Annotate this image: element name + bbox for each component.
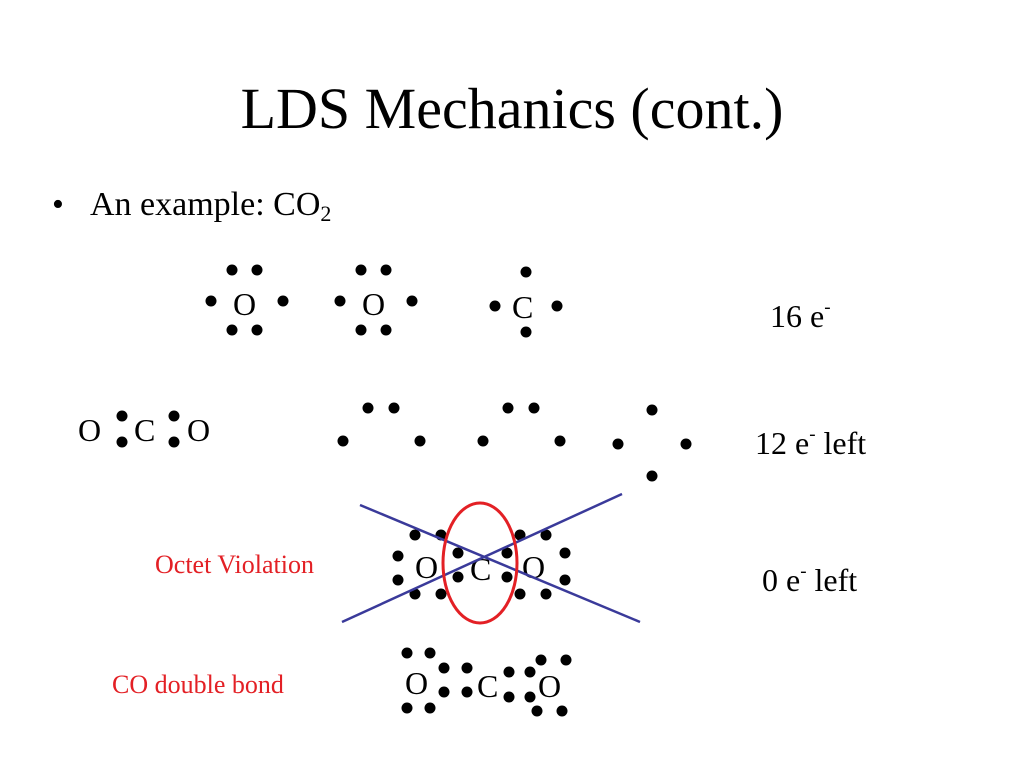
carbon-highlight-circle bbox=[441, 501, 519, 625]
oxygen-atom-1: O bbox=[233, 286, 257, 322]
double-bond-electron-dot bbox=[524, 666, 536, 678]
violation-electron-dot bbox=[392, 574, 404, 586]
slide-title: LDS Mechanics (cont.) bbox=[240, 76, 784, 141]
bonding-electron-dot bbox=[116, 436, 128, 448]
lone-pair-dot bbox=[362, 402, 374, 414]
skeleton-oxygen-left: O bbox=[78, 412, 102, 448]
double-bond-electron-dot bbox=[401, 702, 413, 714]
cross-out-line bbox=[341, 492, 623, 624]
violation-electron-dot bbox=[409, 529, 421, 541]
violation-oxygen-left: O bbox=[415, 549, 439, 585]
valence-electron-dot bbox=[520, 326, 532, 338]
violation-electron-dot bbox=[514, 529, 526, 541]
violation-electron-dot bbox=[559, 574, 571, 586]
bullet-item: • An example: CO2 bbox=[52, 188, 331, 225]
double-bond-oxygen-left: O bbox=[405, 665, 429, 701]
valence-electron-dot bbox=[380, 264, 392, 276]
double-bond-electron-dot bbox=[503, 666, 515, 678]
lone-pair-dot bbox=[528, 402, 540, 414]
cross-out-line bbox=[359, 503, 641, 624]
skeleton-oxygen-right: O bbox=[187, 412, 211, 448]
valence-electron-dot bbox=[226, 264, 238, 276]
violation-electron-dot bbox=[435, 588, 447, 600]
double-bond-electron-dot bbox=[524, 691, 536, 703]
double-bond-electron-dot bbox=[424, 647, 436, 659]
valence-electron-dot bbox=[226, 324, 238, 336]
valence-electron-dot bbox=[489, 300, 501, 312]
valence-electron-dot bbox=[205, 295, 217, 307]
oxygen-atom-2: O bbox=[362, 286, 386, 322]
valence-electron-dot bbox=[380, 324, 392, 336]
lone-pair-dot bbox=[646, 470, 658, 482]
bonding-electron-dot bbox=[116, 410, 128, 422]
double-bond-oxygen-right: O bbox=[538, 668, 562, 704]
violation-electron-dot bbox=[540, 529, 552, 541]
lone-pair-dot bbox=[554, 435, 566, 447]
carbon-atom: C bbox=[512, 289, 534, 325]
lone-pair-dot bbox=[646, 404, 658, 416]
violation-electron-dot bbox=[452, 547, 464, 559]
bonding-electron-dot bbox=[168, 436, 180, 448]
bonding-electron-dot bbox=[168, 410, 180, 422]
bullet-text: An example: CO bbox=[90, 186, 321, 223]
electron-count-total: 16 e- bbox=[770, 297, 831, 334]
lone-pair-dot bbox=[414, 435, 426, 447]
violation-electron-dot bbox=[501, 571, 513, 583]
double-bond-carbon: C bbox=[477, 668, 499, 704]
valence-electron-dot bbox=[251, 264, 263, 276]
violation-electron-dot bbox=[540, 588, 552, 600]
octet-violation-label: Octet Violation bbox=[155, 550, 314, 579]
electron-count-remaining: 0 e- left bbox=[762, 561, 858, 598]
lone-pair-dot bbox=[680, 438, 692, 450]
violation-electron-dot bbox=[392, 550, 404, 562]
lone-pair-dot bbox=[502, 402, 514, 414]
bullet-marker: • bbox=[52, 186, 64, 223]
lone-pair-dot bbox=[388, 402, 400, 414]
valence-electron-dot bbox=[355, 264, 367, 276]
double-bond-electron-dot bbox=[438, 686, 450, 698]
double-bond-electron-dot bbox=[438, 662, 450, 674]
double-bond-label: CO double bond bbox=[112, 670, 284, 699]
double-bond-electron-dot bbox=[560, 654, 572, 666]
violation-electron-dot bbox=[452, 571, 464, 583]
valence-electron-dot bbox=[520, 266, 532, 278]
double-bond-electron-dot bbox=[556, 705, 568, 717]
valence-electron-dot bbox=[334, 295, 346, 307]
bullet-subscript: 2 bbox=[320, 201, 332, 226]
double-bond-electron-dot bbox=[461, 686, 473, 698]
violation-electron-dot bbox=[559, 547, 571, 559]
skeleton-carbon: C bbox=[134, 412, 156, 448]
lone-pair-dot bbox=[477, 435, 489, 447]
valence-electron-dot bbox=[551, 300, 563, 312]
valence-electron-dot bbox=[355, 324, 367, 336]
lone-pair-dot bbox=[337, 435, 349, 447]
lone-pair-dot bbox=[612, 438, 624, 450]
double-bond-electron-dot bbox=[535, 654, 547, 666]
violation-electron-dot bbox=[514, 588, 526, 600]
valence-electron-dot bbox=[277, 295, 289, 307]
valence-electron-dot bbox=[251, 324, 263, 336]
double-bond-electron-dot bbox=[503, 691, 515, 703]
violation-electron-dot bbox=[501, 547, 513, 559]
double-bond-electron-dot bbox=[401, 647, 413, 659]
electron-count-after-bonds: 12 e- left bbox=[755, 424, 867, 461]
valence-electron-dot bbox=[406, 295, 418, 307]
double-bond-electron-dot bbox=[461, 662, 473, 674]
double-bond-electron-dot bbox=[424, 702, 436, 714]
double-bond-electron-dot bbox=[531, 705, 543, 717]
